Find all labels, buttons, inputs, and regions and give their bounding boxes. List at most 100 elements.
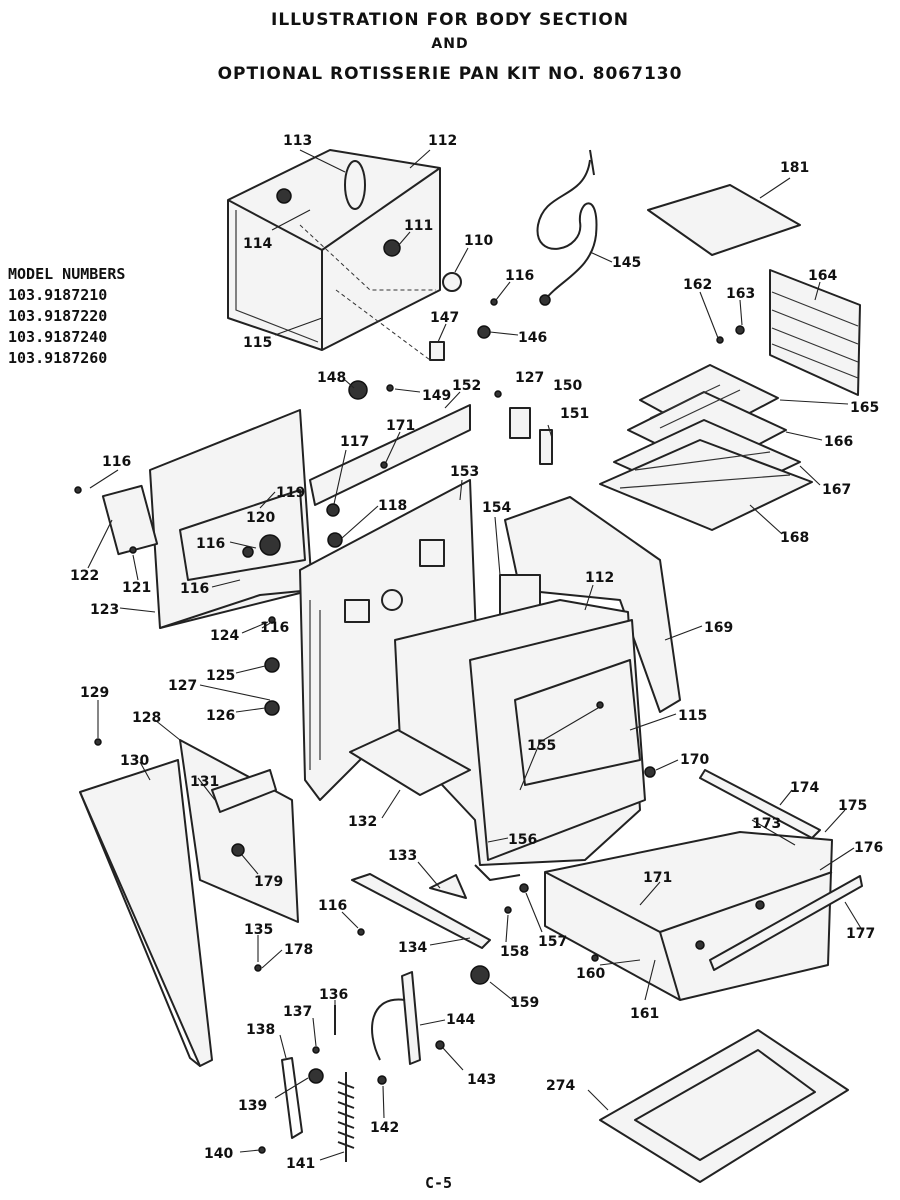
part-label-110: 110 (464, 233, 493, 249)
part-label-118: 118 (378, 498, 407, 514)
upper-oven-body-part (227, 149, 462, 361)
part-label-116: 116 (318, 898, 347, 914)
part-label-134: 134 (398, 940, 427, 956)
part-label-146: 146 (518, 330, 547, 346)
part-label-152: 152 (452, 378, 481, 394)
part-label-139: 139 (238, 1098, 267, 1114)
part-label-148: 148 (317, 370, 346, 386)
part-label-143: 143 (467, 1072, 496, 1088)
model-number: 103.9187240 (8, 328, 108, 346)
part-label-175: 175 (838, 798, 867, 814)
part-label-153: 153 (450, 464, 479, 480)
part-label-166: 166 (824, 434, 853, 450)
part-label-113: 113 (283, 133, 312, 149)
part-label-140: 140 (204, 1146, 233, 1162)
part-label-154: 154 (482, 500, 511, 516)
part-label-116: 116 (102, 454, 131, 470)
part-label-171: 171 (386, 418, 415, 434)
part-label-116: 116 (180, 581, 209, 597)
part-label-121: 121 (122, 580, 151, 596)
part-label-138: 138 (246, 1022, 275, 1038)
part-label-163: 163 (726, 286, 755, 302)
door-inner-panel-part (179, 739, 299, 923)
part-label-111: 111 (404, 218, 433, 234)
part-label-179: 179 (254, 874, 283, 890)
part-label-147: 147 (430, 310, 459, 326)
part-label-114: 114 (243, 236, 272, 252)
part-label-115: 115 (678, 708, 707, 724)
part-label-162: 162 (683, 277, 712, 293)
part-label-165: 165 (850, 400, 879, 416)
part-label-181: 181 (780, 160, 809, 176)
part-label-130: 130 (120, 753, 149, 769)
part-label-120: 120 (246, 510, 275, 526)
front-rail-part (351, 873, 491, 985)
part-label-174: 174 (790, 780, 819, 796)
part-label-136: 136 (319, 987, 348, 1003)
small-hardware-parts (348, 341, 553, 465)
door-hinge-parts (258, 971, 445, 1162)
control-panel-back-part (101, 409, 313, 629)
part-label-161: 161 (630, 1006, 659, 1022)
rotisserie-cord-part (477, 149, 598, 339)
fasteners (74, 461, 656, 972)
part-label-158: 158 (500, 944, 529, 960)
drawer-rail-part (709, 875, 863, 971)
part-label-160: 160 (576, 966, 605, 982)
part-label-124: 124 (210, 628, 239, 644)
part-label-116: 116 (505, 268, 534, 284)
oven-liner-part (394, 599, 646, 881)
part-number-labels: 113 112 114 111 110 115 116 145 147 146 … (70, 133, 883, 1172)
trim-strip-part (309, 404, 471, 506)
part-label-117: 117 (340, 434, 369, 450)
part-label-127: 127 (168, 678, 197, 694)
part-label-116: 116 (260, 620, 289, 636)
part-label-144: 144 (446, 1012, 475, 1028)
drawer-rail-part (699, 769, 821, 839)
leader-lines (87, 149, 863, 1161)
diagram-title: ILLUSTRATION FOR BODY SECTION (271, 10, 629, 30)
part-label-149: 149 (422, 388, 451, 404)
model-number: 103.9187210 (8, 286, 108, 304)
rotisserie-pan-cover-part (647, 184, 801, 256)
part-label-135: 135 (244, 922, 273, 938)
part-label-145: 145 (612, 255, 641, 271)
rotisserie-pan-part (599, 1029, 849, 1183)
part-label-131: 131 (190, 774, 219, 790)
part-label-116: 116 (196, 536, 225, 552)
part-label-177: 177 (846, 926, 875, 942)
part-label-159: 159 (510, 995, 539, 1011)
part-label-274: 274 (546, 1078, 575, 1094)
part-label-150: 150 (553, 378, 582, 394)
model-number: 103.9187220 (8, 307, 108, 325)
part-label-112: 112 (585, 570, 614, 586)
part-label-164: 164 (808, 268, 837, 284)
part-label-155: 155 (527, 738, 556, 754)
part-label-156: 156 (508, 832, 537, 848)
part-label-173: 173 (752, 816, 781, 832)
broiler-pan-rack-set (599, 325, 813, 531)
part-label-170: 170 (680, 752, 709, 768)
part-label-122: 122 (70, 568, 99, 584)
diagram-subtitle: OPTIONAL ROTISSERIE PAN KIT NO. 8067130 (217, 64, 683, 84)
part-label-123: 123 (90, 602, 119, 618)
part-label-127: 127 (515, 370, 544, 386)
part-label-167: 167 (822, 482, 851, 498)
part-label-132: 132 (348, 814, 377, 830)
diagram-title-connector: AND (431, 36, 469, 52)
part-label-119: 119 (276, 485, 305, 501)
part-label-126: 126 (206, 708, 235, 724)
page-code: C-5 (425, 1174, 453, 1192)
bottom-tray-part (349, 729, 471, 796)
rack-guide-part (769, 269, 861, 396)
part-label-115: 115 (243, 335, 272, 351)
part-label-168: 168 (780, 530, 809, 546)
part-label-142: 142 (370, 1120, 399, 1136)
part-label-112: 112 (428, 133, 457, 149)
part-label-128: 128 (132, 710, 161, 726)
model-numbers-block: MODEL NUMBERS 103.9187210 103.9187220 10… (8, 264, 125, 369)
part-label-178: 178 (284, 942, 313, 958)
part-label-176: 176 (854, 840, 883, 856)
part-label-133: 133 (388, 848, 417, 864)
